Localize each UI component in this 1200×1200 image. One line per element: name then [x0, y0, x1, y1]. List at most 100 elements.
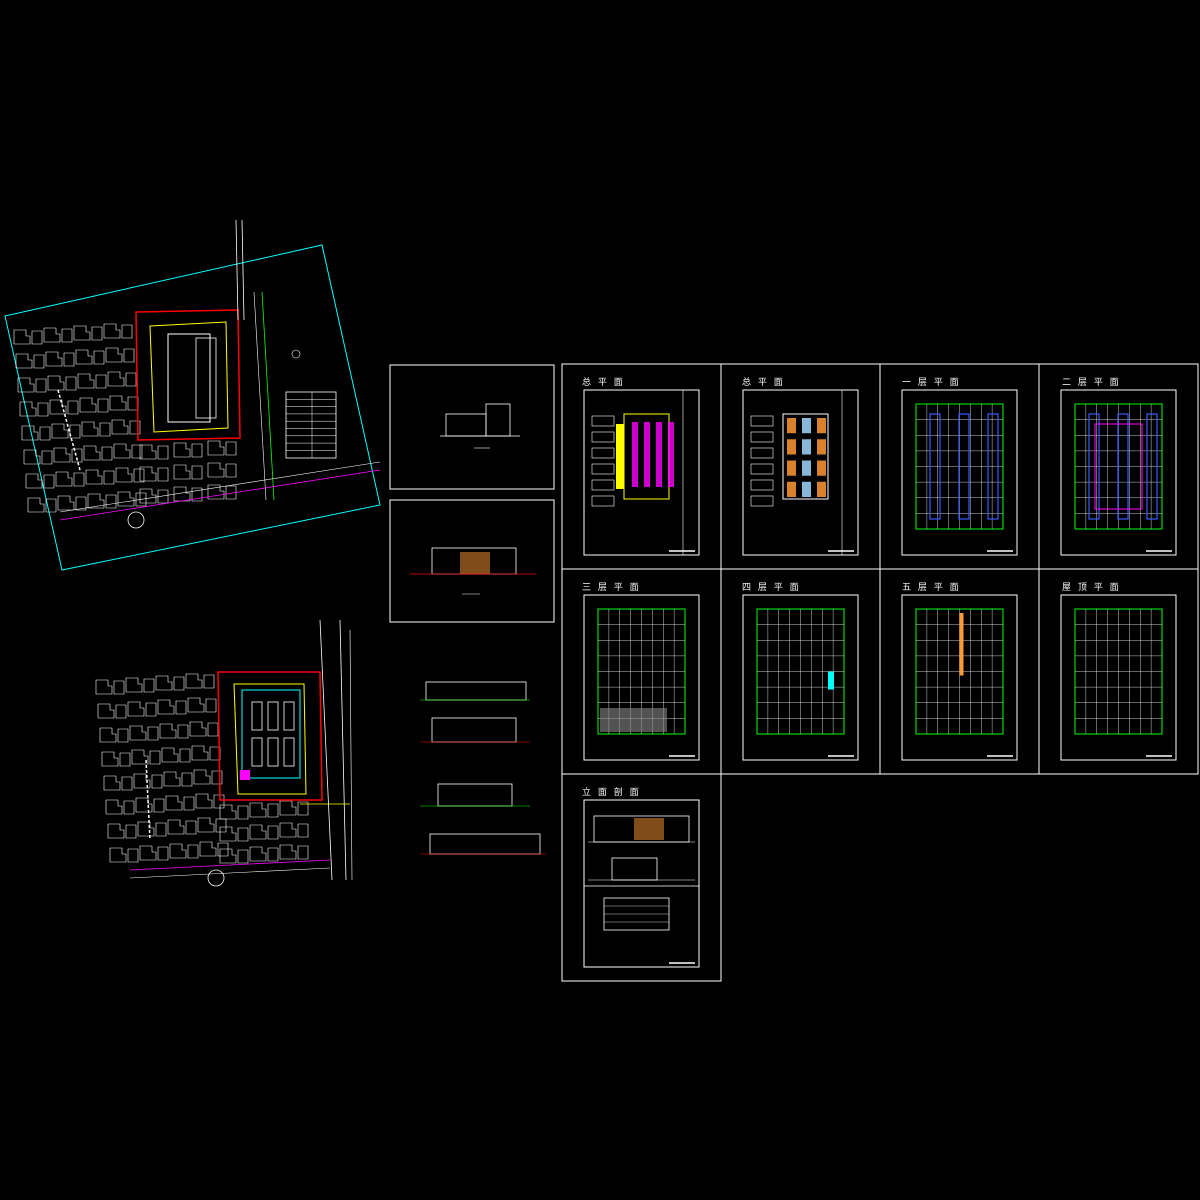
building-footprint-upper	[167, 333, 211, 423]
parking-bay	[283, 737, 295, 767]
house-block	[750, 463, 774, 475]
floor-zone	[817, 418, 826, 434]
house-block	[131, 749, 149, 765]
house-block	[195, 793, 213, 809]
house-block	[61, 328, 73, 343]
parking-row	[632, 422, 638, 487]
floor-zone	[802, 460, 811, 476]
building-wing-upper	[195, 337, 217, 419]
house-block	[217, 842, 229, 857]
elevation-frame-1[interactable]	[389, 364, 555, 490]
sheet-inner-frame	[1060, 594, 1177, 761]
house-block	[105, 494, 117, 509]
shelf-row	[1117, 413, 1129, 520]
house-block	[135, 797, 153, 813]
house-block	[57, 495, 75, 511]
house-block	[125, 677, 143, 693]
roundabout	[127, 511, 145, 529]
drawing-sheet	[1038, 568, 1199, 775]
elevation-frame-2[interactable]	[389, 499, 555, 623]
sheet-inner-frame	[742, 389, 859, 556]
house-block	[103, 775, 121, 791]
house-block	[105, 799, 123, 815]
site-plan-lower[interactable]	[95, 619, 353, 887]
parking-row	[656, 422, 662, 487]
house-block	[153, 798, 165, 813]
house-block	[191, 487, 203, 502]
floor-zone	[787, 460, 796, 476]
house-block	[121, 324, 133, 339]
site-plan-upper[interactable]	[4, 219, 381, 571]
house-block	[113, 680, 125, 695]
house-block	[187, 844, 199, 859]
building-outline-lower	[233, 683, 307, 795]
house-block	[249, 846, 267, 862]
elevation-facade	[460, 552, 490, 574]
house-block	[225, 485, 237, 500]
road-line	[349, 629, 353, 881]
house-block	[123, 800, 135, 815]
house-block	[121, 776, 133, 791]
house-block	[279, 822, 297, 838]
sheet-inner-frame	[583, 594, 700, 761]
house-block	[19, 401, 37, 417]
house-block	[207, 722, 219, 737]
house-block	[87, 493, 105, 509]
house-block	[191, 443, 203, 458]
house-block	[23, 449, 41, 465]
house-block	[71, 448, 83, 463]
house-block	[211, 770, 223, 785]
house-block	[25, 473, 43, 489]
house-block	[179, 748, 191, 763]
parking-bay	[251, 737, 263, 767]
floor-zone	[817, 439, 826, 455]
floor-zone	[817, 481, 826, 497]
road-line	[129, 867, 331, 879]
house-block	[750, 479, 774, 491]
sheet-label: 立 面 剖 面	[582, 788, 641, 798]
circulation-loop	[1094, 423, 1143, 510]
drawing-sheet	[720, 363, 881, 570]
house-block	[109, 395, 127, 411]
sheet-border	[389, 364, 555, 490]
house-block	[123, 348, 135, 363]
house-block	[109, 847, 127, 863]
sheet-inner-frame	[901, 389, 1018, 556]
house-block	[113, 443, 131, 459]
house-block	[297, 845, 309, 860]
drawing-sheet	[561, 773, 722, 982]
house-block	[115, 467, 133, 483]
house-block	[199, 841, 217, 857]
house-block	[49, 399, 67, 415]
house-block	[203, 674, 215, 689]
house-block	[97, 398, 109, 413]
site-boundary-upper	[135, 309, 241, 441]
house-block	[237, 805, 249, 820]
house-block	[31, 330, 43, 345]
house-block	[155, 675, 173, 691]
sheet-label: 二 层 平 面	[1062, 378, 1121, 388]
house-block	[103, 470, 115, 485]
road-line	[59, 469, 381, 521]
data-table-rows	[286, 392, 336, 458]
house-block	[155, 822, 167, 837]
house-block	[125, 372, 137, 387]
sheet-inner-frame	[583, 799, 700, 968]
shelf-row	[929, 413, 941, 520]
shelf-row	[987, 413, 999, 520]
house-block	[73, 472, 85, 487]
house-block	[279, 844, 297, 860]
drawing-sheet	[561, 568, 722, 775]
house-block	[53, 447, 71, 463]
residential-blocks-lower	[95, 673, 309, 864]
house-block	[169, 843, 187, 859]
house-block	[197, 817, 215, 833]
house-block	[65, 376, 77, 391]
house-block	[249, 824, 267, 840]
house-block	[127, 701, 145, 717]
house-block	[93, 350, 105, 365]
house-block	[99, 422, 111, 437]
tree-line	[57, 389, 81, 471]
